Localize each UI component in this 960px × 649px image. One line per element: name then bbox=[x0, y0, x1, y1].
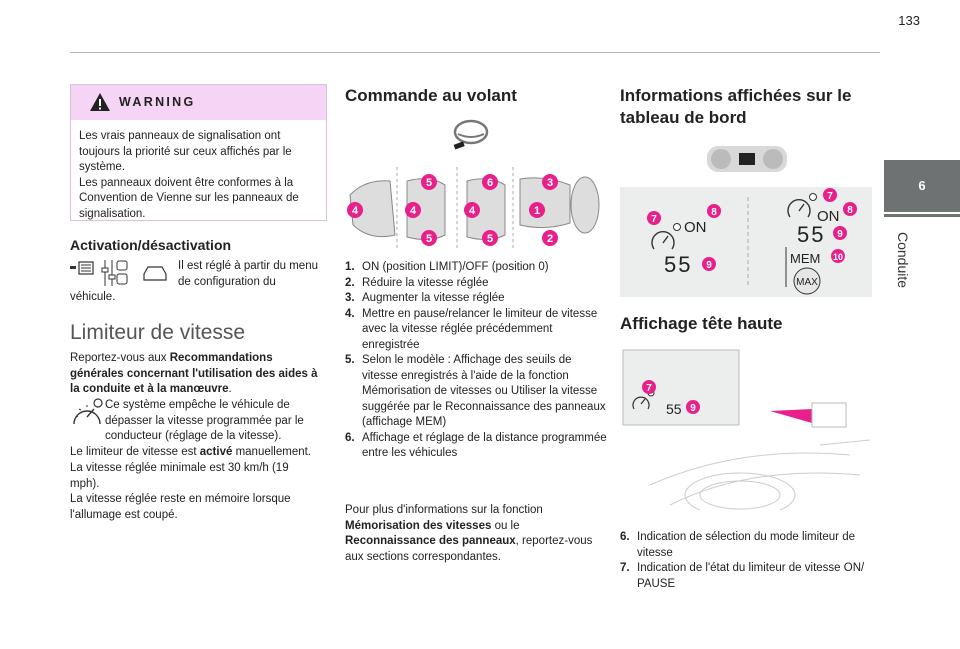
callout-6 bbox=[482, 174, 498, 190]
steering-wheel-icon bbox=[453, 119, 489, 150]
steering-callouts: 5 6 3 4 4 4 1 5 5 2 bbox=[347, 174, 558, 246]
limiter-reference: Reportez-vous aux Recommandations généra… bbox=[70, 352, 318, 395]
svg-text:10: 10 bbox=[833, 252, 843, 262]
svg-text:55: 55 bbox=[797, 222, 825, 247]
callout-4-a bbox=[347, 202, 363, 218]
list-item: 4.Mettre en pause/relancer le limiteur d… bbox=[345, 307, 598, 351]
chapter-tab-underline bbox=[884, 214, 960, 217]
dashboard-display-illustration: ON 55 ON 55 MEM MAX 7 8 9 7 8 9 10 bbox=[620, 187, 872, 297]
warning-label: WARNING bbox=[119, 95, 196, 109]
page-number: 133 bbox=[898, 13, 920, 28]
svg-text:1: 1 bbox=[534, 205, 540, 217]
warning-box: WARNING Les vrais panneaux de signalisat… bbox=[70, 84, 327, 221]
speed-limiter-heading: Limiteur de vitesse bbox=[70, 321, 246, 344]
svg-text:7: 7 bbox=[651, 214, 657, 225]
svg-text:55: 55 bbox=[664, 252, 692, 277]
limiter-min-speed: La vitesse réglée minimale est 30 km/h (… bbox=[70, 462, 289, 490]
svg-text:9: 9 bbox=[837, 229, 843, 240]
warning-triangle-icon bbox=[90, 93, 110, 111]
callout-3 bbox=[542, 174, 558, 190]
svg-text:MEM: MEM bbox=[790, 251, 820, 266]
svg-text:4: 4 bbox=[410, 205, 417, 217]
svg-text:55: 55 bbox=[666, 401, 682, 417]
svg-text:8: 8 bbox=[847, 205, 853, 216]
limiter-system-text: Ce système empêche le véhicule de dépass… bbox=[105, 399, 304, 442]
list-item: 7.Indication de l'état du limiteur de vi… bbox=[620, 562, 865, 590]
svg-text:ON: ON bbox=[684, 219, 707, 236]
svg-text:6: 6 bbox=[487, 177, 493, 189]
settings-menu-icon bbox=[70, 260, 167, 286]
svg-text:3: 3 bbox=[547, 177, 553, 189]
hud-heading: Affichage tête haute bbox=[620, 314, 783, 333]
limiter-activation-text: Le limiteur de vitesse est activé manuel… bbox=[70, 446, 311, 458]
activation-text: Il est réglé à partir du menu de configu… bbox=[178, 260, 318, 288]
callout-5-top-a bbox=[421, 174, 437, 190]
svg-text:MAX: MAX bbox=[796, 277, 818, 288]
left-display: ON 55 bbox=[651, 219, 707, 277]
limiter-memory: La vitesse réglée reste en mémoire lorsq… bbox=[70, 493, 291, 521]
activation-text-end: véhicule. bbox=[70, 291, 116, 303]
warning-header: WARNING bbox=[71, 85, 326, 120]
callout-4-b bbox=[405, 202, 421, 218]
head-up-display-illustration: 55 7 9 bbox=[620, 345, 872, 510]
header-rule bbox=[70, 52, 880, 53]
speed-limiter-icon bbox=[73, 398, 103, 425]
steering-control-list: 1.ON (position LIMIT)/OFF (position 0) 2… bbox=[345, 260, 607, 462]
activation-heading: Activation/désactivation bbox=[70, 237, 232, 253]
list-item: 1.ON (position LIMIT)/OFF (position 0) bbox=[345, 261, 549, 273]
warning-text: Les vrais panneaux de signalisation ont … bbox=[79, 130, 299, 220]
callout-5-bottom-a bbox=[421, 230, 437, 246]
svg-text:ON: ON bbox=[817, 208, 840, 225]
list-item: 2.Réduire la vitesse réglée bbox=[345, 276, 489, 289]
steering-control-heading: Commande au volant bbox=[345, 86, 517, 105]
hud-list: 6.Indication de sélection du mode limite… bbox=[620, 530, 878, 592]
svg-text:5: 5 bbox=[426, 233, 432, 245]
right-display: ON 55 MEM MAX bbox=[785, 193, 840, 295]
svg-text:5: 5 bbox=[487, 233, 493, 245]
list-item: 5.Selon le modèle : Affichage des seuils… bbox=[345, 354, 606, 428]
svg-text:7: 7 bbox=[827, 191, 833, 202]
list-item: 3.Augmenter la vitesse réglée bbox=[345, 292, 505, 304]
chapter-number: 6 bbox=[918, 178, 926, 193]
list-item: 6.Affichage et réglage de la distance pr… bbox=[345, 431, 607, 460]
svg-text:5: 5 bbox=[426, 177, 432, 189]
chapter-tab[interactable]: 6 bbox=[884, 160, 960, 212]
chapter-label: Conduite bbox=[895, 231, 911, 289]
steering-controls-illustration: 5 6 3 4 4 4 1 5 5 2 bbox=[345, 165, 605, 253]
list-item: 6.Indication de sélection du mode limite… bbox=[620, 531, 855, 559]
dashboard-callouts: 7 8 9 7 8 9 10 bbox=[647, 188, 857, 271]
callout-1 bbox=[529, 202, 545, 218]
svg-text:9: 9 bbox=[690, 403, 696, 414]
svg-text:7: 7 bbox=[646, 383, 652, 394]
svg-text:4: 4 bbox=[469, 205, 476, 217]
callout-2 bbox=[542, 230, 558, 246]
steering-more-info: Pour plus d'informations sur la fonction… bbox=[345, 504, 593, 563]
dashboard-info-heading: Informations affichées sur le tableau de… bbox=[620, 86, 852, 127]
svg-text:2: 2 bbox=[547, 233, 553, 245]
svg-text:4: 4 bbox=[352, 205, 359, 217]
callout-5-bottom-b bbox=[482, 230, 498, 246]
callout-4-c bbox=[464, 202, 480, 218]
instrument-cluster-icon bbox=[707, 146, 787, 172]
svg-text:8: 8 bbox=[711, 207, 717, 218]
svg-text:9: 9 bbox=[706, 260, 712, 271]
